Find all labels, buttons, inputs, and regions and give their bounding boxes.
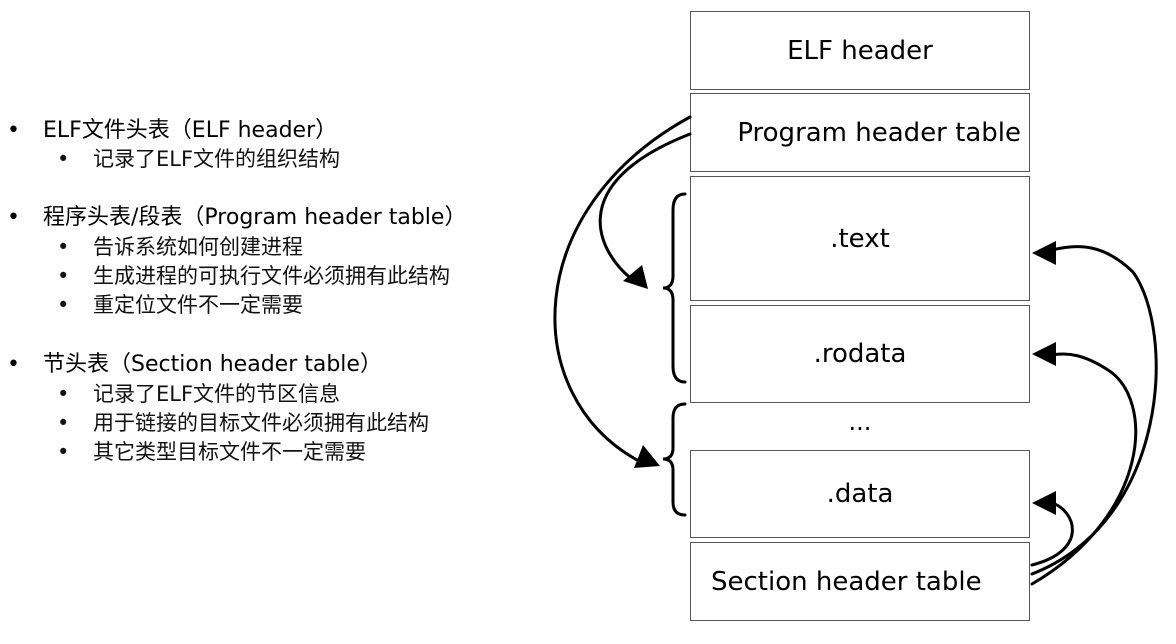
section-label: Program header table — [737, 117, 1021, 148]
section-header-arrow-text — [1030, 245, 1158, 576]
bullet-dot: • — [57, 264, 70, 288]
bullet-item: • ELF文件头表（ELF header） — [7, 116, 337, 146]
section-label: Section header table — [711, 566, 982, 597]
bullet-item: • 程序头表/段表（Program header table） — [7, 203, 466, 233]
arrowhead-icon — [623, 265, 648, 289]
bullet-dot: • — [57, 235, 70, 259]
sub-bullet-text: 记录了ELF文件的节区信息 — [93, 382, 341, 406]
segment-bracket-top — [662, 192, 687, 384]
sub-bullet-text: 用于链接的目标文件必须拥有此结构 — [93, 411, 429, 435]
section-label: .text — [830, 223, 890, 254]
ellipsis-label: ... — [848, 408, 872, 436]
arrowhead-icon — [634, 445, 660, 468]
bullet-dot: • — [57, 293, 70, 317]
bullet-list: • ELF文件头表（ELF header） • 记录了ELF文件的组织结构 • 程序头… — [0, 0, 580, 644]
section-label: .rodata — [813, 339, 907, 369]
section-label: ELF header — [787, 35, 933, 66]
program-header-arrow-inner — [598, 132, 692, 282]
data-section: .data — [690, 450, 1030, 538]
bullet-dot: • — [7, 352, 20, 377]
sub-bullet-text: 生成进程的可执行文件必须拥有此结构 — [93, 264, 450, 288]
bullet-dot: • — [57, 382, 70, 406]
sub-bullet-item: • 用于链接的目标文件必须拥有此结构 — [57, 409, 429, 438]
bullet-dot: • — [7, 118, 20, 143]
sub-bullet-item: • 记录了ELF文件的节区信息 — [57, 380, 340, 409]
sub-bullet-item: • 告诉系统如何创建进程 — [57, 233, 303, 262]
section-label: .data — [826, 479, 894, 509]
sub-bullet-text: 记录了ELF文件的组织结构 — [93, 147, 341, 171]
bullet-text: ELF文件头表（ELF header） — [43, 118, 338, 143]
sub-bullet-text: 其它类型目标文件不一定需要 — [93, 440, 366, 464]
bullet-item: • 节头表（Section header table） — [7, 350, 382, 380]
elf-header-section: ELF header — [690, 11, 1030, 90]
sub-bullet-text: 告诉系统如何创建进程 — [93, 235, 303, 259]
bullet-text: 节头表（Section header table） — [43, 352, 382, 377]
sub-bullet-item: • 生成进程的可执行文件必须拥有此结构 — [57, 262, 450, 291]
section-header-arrow-rodata — [1030, 352, 1138, 586]
arrowhead-icon — [1032, 342, 1056, 366]
bullet-text: 程序头表/段表（Program header table） — [43, 205, 467, 230]
rodata-section: .rodata — [690, 305, 1030, 403]
sub-bullet-item: • 其它类型目标文件不一定需要 — [57, 438, 366, 467]
program-header-arrow-outer — [553, 115, 692, 462]
bullet-dot: • — [7, 205, 20, 230]
sub-bullet-item: • 重定位文件不一定需要 — [57, 291, 303, 320]
segment-bracket-bottom — [662, 402, 687, 517]
bullet-dot: • — [57, 411, 70, 435]
section-header-arrow-data — [1030, 501, 1074, 567]
program-header-table-section: Program header table — [690, 93, 1030, 172]
sub-bullet-item: • 记录了ELF文件的组织结构 — [57, 145, 340, 174]
arrowhead-icon — [1032, 241, 1056, 265]
section-header-table-section: Section header table — [690, 542, 1030, 621]
bullet-dot: • — [57, 440, 70, 464]
bullet-dot: • — [57, 147, 70, 171]
sub-bullet-text: 重定位文件不一定需要 — [93, 293, 303, 317]
arrowhead-icon — [1032, 491, 1056, 515]
text-section: .text — [690, 176, 1030, 301]
